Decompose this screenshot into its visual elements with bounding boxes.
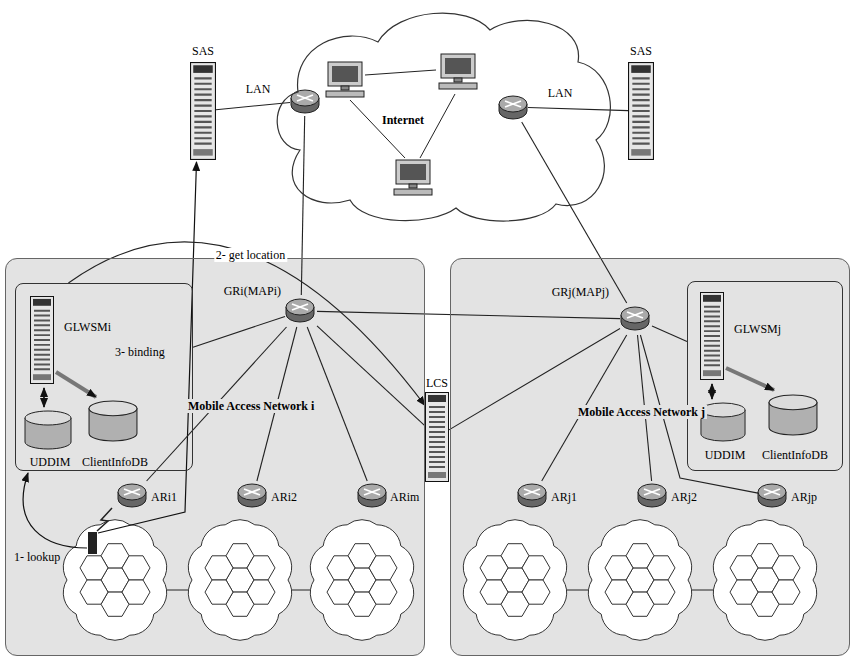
router-icon xyxy=(621,307,649,330)
step-label: 3- binding xyxy=(115,345,165,359)
connector xyxy=(68,242,425,406)
computer-icon xyxy=(326,62,364,97)
router: ARi2 xyxy=(238,481,268,511)
internet-cloud: Internet xyxy=(270,2,622,226)
server-icon xyxy=(31,296,54,383)
step-label: 1- lookup xyxy=(12,550,62,564)
node-label: GLWSMi xyxy=(64,320,111,334)
binding-arrow xyxy=(98,162,197,533)
database-icon xyxy=(89,401,137,441)
access-arrow xyxy=(711,384,713,399)
server: SAS xyxy=(628,62,654,160)
node-label: SAS xyxy=(192,44,214,58)
router: ARj1 xyxy=(518,481,548,511)
router-icon xyxy=(518,484,546,507)
router: ARi1 xyxy=(118,481,148,511)
router: ARjp xyxy=(758,481,788,511)
cloud-outline xyxy=(277,13,610,221)
router-icon xyxy=(758,484,786,507)
node-label: ARj1 xyxy=(551,490,577,504)
database-icon xyxy=(769,395,817,435)
node-label: ARi2 xyxy=(271,490,297,504)
database-icon xyxy=(701,403,745,441)
radio-bolt xyxy=(97,508,112,531)
node-label: LAN xyxy=(548,86,573,100)
node-label: GLWSMj xyxy=(734,322,781,336)
router-icon xyxy=(358,484,386,507)
cloud-outline xyxy=(270,2,622,226)
cell-cloud xyxy=(188,520,291,641)
connector xyxy=(301,116,304,295)
node-label: Internet xyxy=(382,113,424,127)
node-label: GRi(MAPi) xyxy=(224,284,281,298)
node-label: SAS xyxy=(630,44,652,58)
database: ClientInfoDB xyxy=(770,396,820,438)
computer-icon xyxy=(439,54,477,89)
mobile-device xyxy=(88,532,97,554)
node-label: ARi1 xyxy=(151,490,177,504)
router-icon xyxy=(499,96,527,119)
cell-cloud xyxy=(310,520,413,641)
router: LAN xyxy=(498,92,528,122)
computer-icon xyxy=(394,160,432,195)
cell-cloud xyxy=(63,520,166,641)
node-label: GRj(MAPj) xyxy=(552,285,609,299)
node-label: ClientInfoDB xyxy=(82,455,148,469)
router: GRi(MAPi) xyxy=(285,295,317,327)
server-icon xyxy=(629,63,654,160)
cell-cloud xyxy=(713,520,816,641)
access-network: Mobile Access Network j GRj(MAPj) GLWSMjUD… xyxy=(450,258,850,656)
cell-cloud xyxy=(463,520,566,641)
router: ARj2 xyxy=(638,481,668,511)
cell-cloud xyxy=(588,520,691,641)
router-icon xyxy=(286,299,314,322)
node-label: ARim xyxy=(390,490,419,504)
access-network: Mobile Access Network i GLWSMiUDDIM Client… xyxy=(5,258,425,656)
access-arrow xyxy=(726,368,774,390)
region-fill xyxy=(5,258,425,656)
access-arrow xyxy=(56,372,96,397)
server-icon xyxy=(426,393,449,482)
server-icon xyxy=(701,292,724,379)
access-arrow xyxy=(43,388,45,407)
region-fill xyxy=(450,258,850,656)
connector xyxy=(193,316,285,347)
server: LCS xyxy=(425,392,449,482)
router-icon xyxy=(118,484,146,507)
connector xyxy=(522,122,627,303)
router-icon xyxy=(638,484,666,507)
node-label: LAN xyxy=(246,82,271,96)
node-label: Mobile Access Network i xyxy=(186,399,316,413)
node-label: UDDIM xyxy=(30,455,71,469)
server: SAS xyxy=(190,62,216,160)
edge-label: 2- get location xyxy=(214,248,287,262)
database: UDDIM xyxy=(26,412,74,452)
node-label: Mobile Access Network j xyxy=(576,405,707,419)
gateway-box: GLWSMiUDDIM ClientInfoDB xyxy=(15,283,193,471)
router: ARim xyxy=(358,481,388,511)
connector xyxy=(528,108,628,111)
router: GRj(MAPj) xyxy=(620,303,652,335)
router-icon xyxy=(238,484,266,507)
server-icon xyxy=(191,63,216,160)
node-label: ARj2 xyxy=(671,490,697,504)
node-label: UDDIM xyxy=(705,448,746,462)
connector xyxy=(652,326,687,341)
node-label: LCS xyxy=(426,376,448,390)
database-icon xyxy=(25,411,71,449)
gateway-box: GLWSMjUDDIM ClientInfoDB xyxy=(687,281,843,471)
database: UDDIM xyxy=(702,404,748,444)
router: LAN xyxy=(290,86,320,116)
node-label: ARjp xyxy=(791,490,817,504)
lookup-arrow xyxy=(23,473,87,548)
node-label: ClientInfoDB xyxy=(762,448,828,462)
database: ClientInfoDB xyxy=(90,402,140,444)
connector xyxy=(317,311,620,318)
